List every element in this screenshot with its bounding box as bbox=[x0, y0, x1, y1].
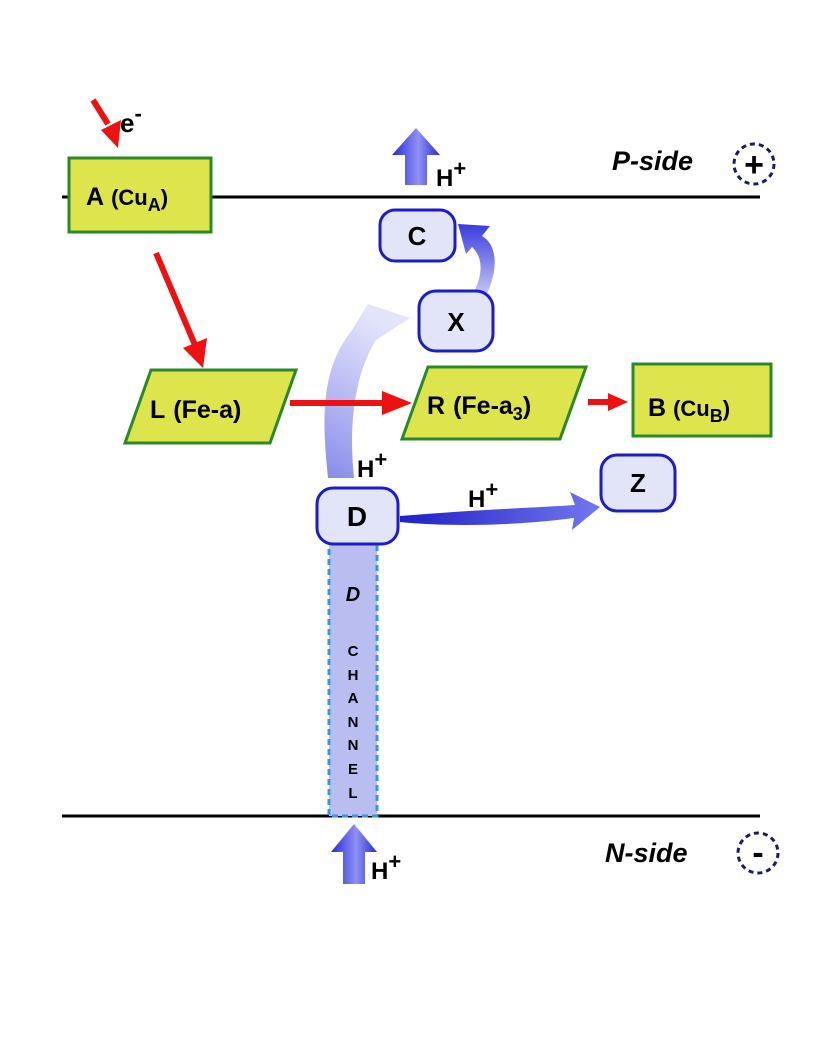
electron-arrow-l-to-r bbox=[290, 391, 412, 415]
electron-arrow-a-to-l bbox=[153, 251, 207, 368]
proton-label-bottom: H+ bbox=[371, 849, 401, 885]
p-side-label: P-side bbox=[612, 146, 693, 176]
d-channel-title: D bbox=[346, 584, 360, 606]
svg-text:Z: Z bbox=[630, 468, 646, 498]
electron-arrow-incoming bbox=[90, 98, 121, 148]
channel-letter: A bbox=[348, 690, 359, 707]
channel-letter: N bbox=[348, 714, 359, 731]
svg-text:R(Fe-a3): R(Fe-a3) bbox=[427, 392, 531, 424]
center-l-fe-a: L(Fe-a) bbox=[122, 368, 299, 445]
site-x: X bbox=[417, 289, 495, 353]
center-r-fe-a3: R(Fe-a3) bbox=[399, 365, 589, 441]
p-side-charge-symbol: + bbox=[744, 146, 764, 184]
electron-arrow-r-to-b bbox=[588, 393, 628, 411]
proton-label-d-upward: H+ bbox=[357, 447, 387, 483]
proton-label-d-to-z: H+ bbox=[468, 477, 498, 513]
center-b-cub: B(CuB) bbox=[631, 362, 773, 438]
d-channel bbox=[327, 541, 379, 818]
svg-text:D: D bbox=[347, 501, 367, 532]
n-side-label: N-side bbox=[605, 838, 688, 868]
channel-letter: H bbox=[348, 667, 359, 684]
n-side-charge-symbol: - bbox=[752, 834, 763, 872]
proton-arrow-d-to-z bbox=[400, 492, 600, 530]
channel-letter: N bbox=[348, 737, 359, 754]
channel-letter: C bbox=[348, 643, 359, 660]
site-d: D bbox=[315, 486, 400, 546]
site-c: C bbox=[378, 208, 457, 263]
n-side-charge-circle bbox=[736, 831, 780, 875]
d-channel-letters: C H A N N E L bbox=[348, 643, 359, 802]
channel-letter: L bbox=[348, 785, 357, 802]
proton-arrow-d-to-x bbox=[324, 304, 410, 478]
svg-text:X: X bbox=[447, 307, 465, 337]
svg-text:B(CuB): B(CuB) bbox=[648, 394, 730, 426]
svg-text:A(CuA): A(CuA) bbox=[86, 183, 168, 215]
svg-text:C: C bbox=[408, 221, 427, 251]
p-side-charge-circle bbox=[732, 142, 776, 186]
channel-letter: E bbox=[348, 761, 358, 778]
proton-arrow-bottom-up bbox=[331, 824, 377, 884]
svg-text:L(Fe-a): L(Fe-a) bbox=[150, 396, 241, 424]
proton-arrow-top-up bbox=[392, 128, 440, 185]
proton-label-top: H+ bbox=[436, 156, 466, 192]
site-z: Z bbox=[599, 453, 677, 513]
electron-label: e- bbox=[120, 101, 142, 138]
center-a-cua: A(CuA) bbox=[67, 156, 213, 234]
proton-arrow-x-to-c bbox=[458, 224, 495, 296]
